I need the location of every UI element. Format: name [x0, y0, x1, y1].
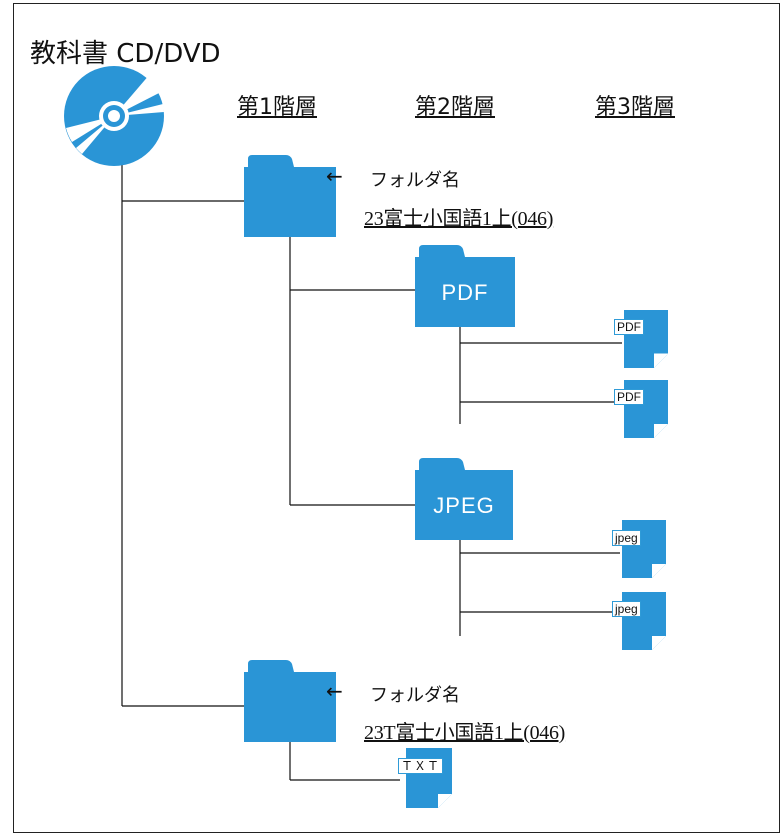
- txt-file-label: ＴＸＴ: [398, 758, 444, 774]
- left-arrow-icon: ←: [326, 164, 343, 188]
- folder2-name: 23T富士小国語1上(046): [364, 722, 566, 744]
- pdf-folder-label: PDF: [441, 280, 489, 305]
- level-3-label: 第3階層: [595, 95, 675, 120]
- level-1-label: 第1階層: [237, 95, 317, 120]
- pdf-file1-label: PDF: [614, 319, 644, 335]
- txt-file-icon: [406, 748, 452, 808]
- jpeg-file2-label: jpeg: [612, 601, 641, 617]
- jpeg-folder-label: JPEG: [433, 493, 495, 518]
- folder1-icon: [244, 155, 336, 237]
- jpeg-file1-icon: [622, 520, 666, 578]
- folder-jpeg-icon: [415, 458, 513, 540]
- cd-dvd-icon: [64, 66, 164, 166]
- folder1-name: 23富士小国語1上(046): [364, 208, 554, 230]
- diagram-title: 教科書 CD/DVD: [30, 39, 221, 69]
- folder-pdf-icon: [415, 245, 515, 327]
- folder2-icon: [244, 660, 336, 742]
- pdf-file2-label: PDF: [614, 389, 644, 405]
- connector-lines: [121, 150, 622, 781]
- jpeg-file1-label: jpeg: [612, 530, 641, 546]
- folder-name-note: フォルダ名: [370, 170, 460, 191]
- left-arrow-icon: ←: [326, 679, 343, 703]
- level-2-label: 第2階層: [415, 95, 495, 120]
- folder-name-note: フォルダ名: [370, 685, 460, 706]
